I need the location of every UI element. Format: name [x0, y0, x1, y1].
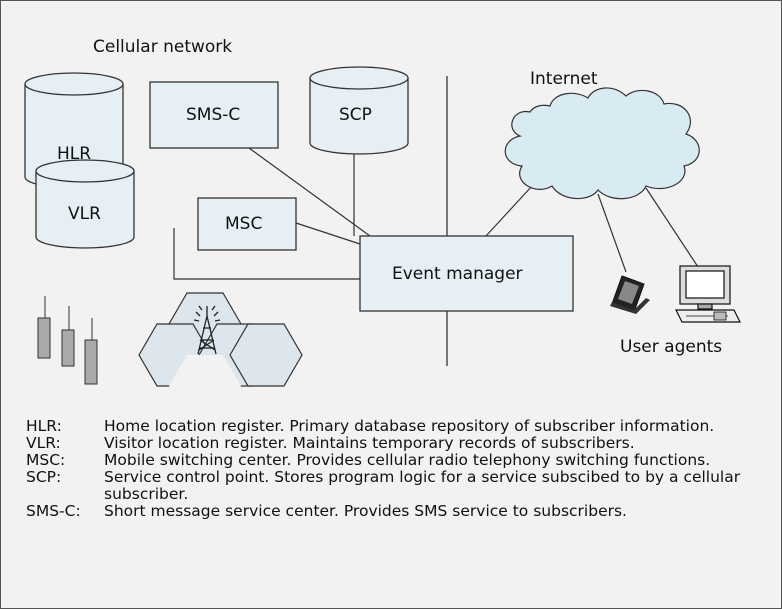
- legend-term: SCP:: [26, 468, 62, 486]
- legend-row-vlr: VLR: Visitor location register. Maintain…: [26, 435, 776, 452]
- hlr-label: HLR: [57, 144, 91, 164]
- event-manager-box: [359, 235, 574, 312]
- link-msc-event: [295, 222, 361, 245]
- legend-definition: Service control point. Stores program lo…: [104, 468, 741, 503]
- vlr-label: VLR: [68, 204, 101, 224]
- legend-definition: Short message service center. Provides S…: [104, 502, 627, 520]
- internet-cloud: [504, 87, 700, 200]
- link-event-cloud: [485, 185, 533, 237]
- link-smsc-event: [248, 147, 371, 237]
- smsc-box: [149, 81, 279, 149]
- legend-term: SMS-C:: [26, 502, 81, 520]
- msc-label: MSC: [225, 214, 262, 234]
- link-cloud-computer: [645, 187, 701, 271]
- legend-row-smsc: SMS-C: Short message service center. Pro…: [26, 503, 776, 520]
- smsc-label: SMS-C: [186, 105, 240, 125]
- radio-tower-icon: [193, 305, 221, 355]
- desktop-computer-icon: [675, 265, 741, 323]
- vlr-database: [35, 159, 135, 249]
- legend-row-hlr: HLR: Home location register. Primary dat…: [26, 418, 776, 435]
- internet-label: Internet: [530, 69, 598, 89]
- event-manager-label: Event manager: [392, 264, 523, 284]
- cellular-network-label: Cellular network: [93, 37, 232, 57]
- legend-row-msc: MSC: Mobile switching center. Provides c…: [26, 452, 776, 469]
- handheld-device-icon: [610, 275, 650, 314]
- msc-box: [197, 197, 297, 251]
- link-vlr-event: [173, 228, 360, 280]
- legend-term: VLR:: [26, 434, 61, 452]
- user-agents-label: User agents: [620, 337, 722, 357]
- legend-row-scp: SCP: Service control point. Stores progr…: [26, 469, 776, 503]
- legend-definition: Mobile switching center. Provides cellul…: [104, 451, 711, 469]
- legend-definition: Home location register. Primary database…: [104, 417, 715, 435]
- legend-definition: Visitor location register. Maintains tem…: [104, 434, 635, 452]
- legend-term: HLR:: [26, 417, 62, 435]
- legend: HLR: Home location register. Primary dat…: [26, 418, 776, 520]
- link-cloud-handheld: [597, 193, 627, 273]
- cell-hexagons: [138, 292, 303, 417]
- scp-label: SCP: [339, 105, 372, 125]
- legend-term: MSC:: [26, 451, 66, 469]
- scp-database: [309, 66, 409, 155]
- antenna-bars-icon: [37, 296, 98, 385]
